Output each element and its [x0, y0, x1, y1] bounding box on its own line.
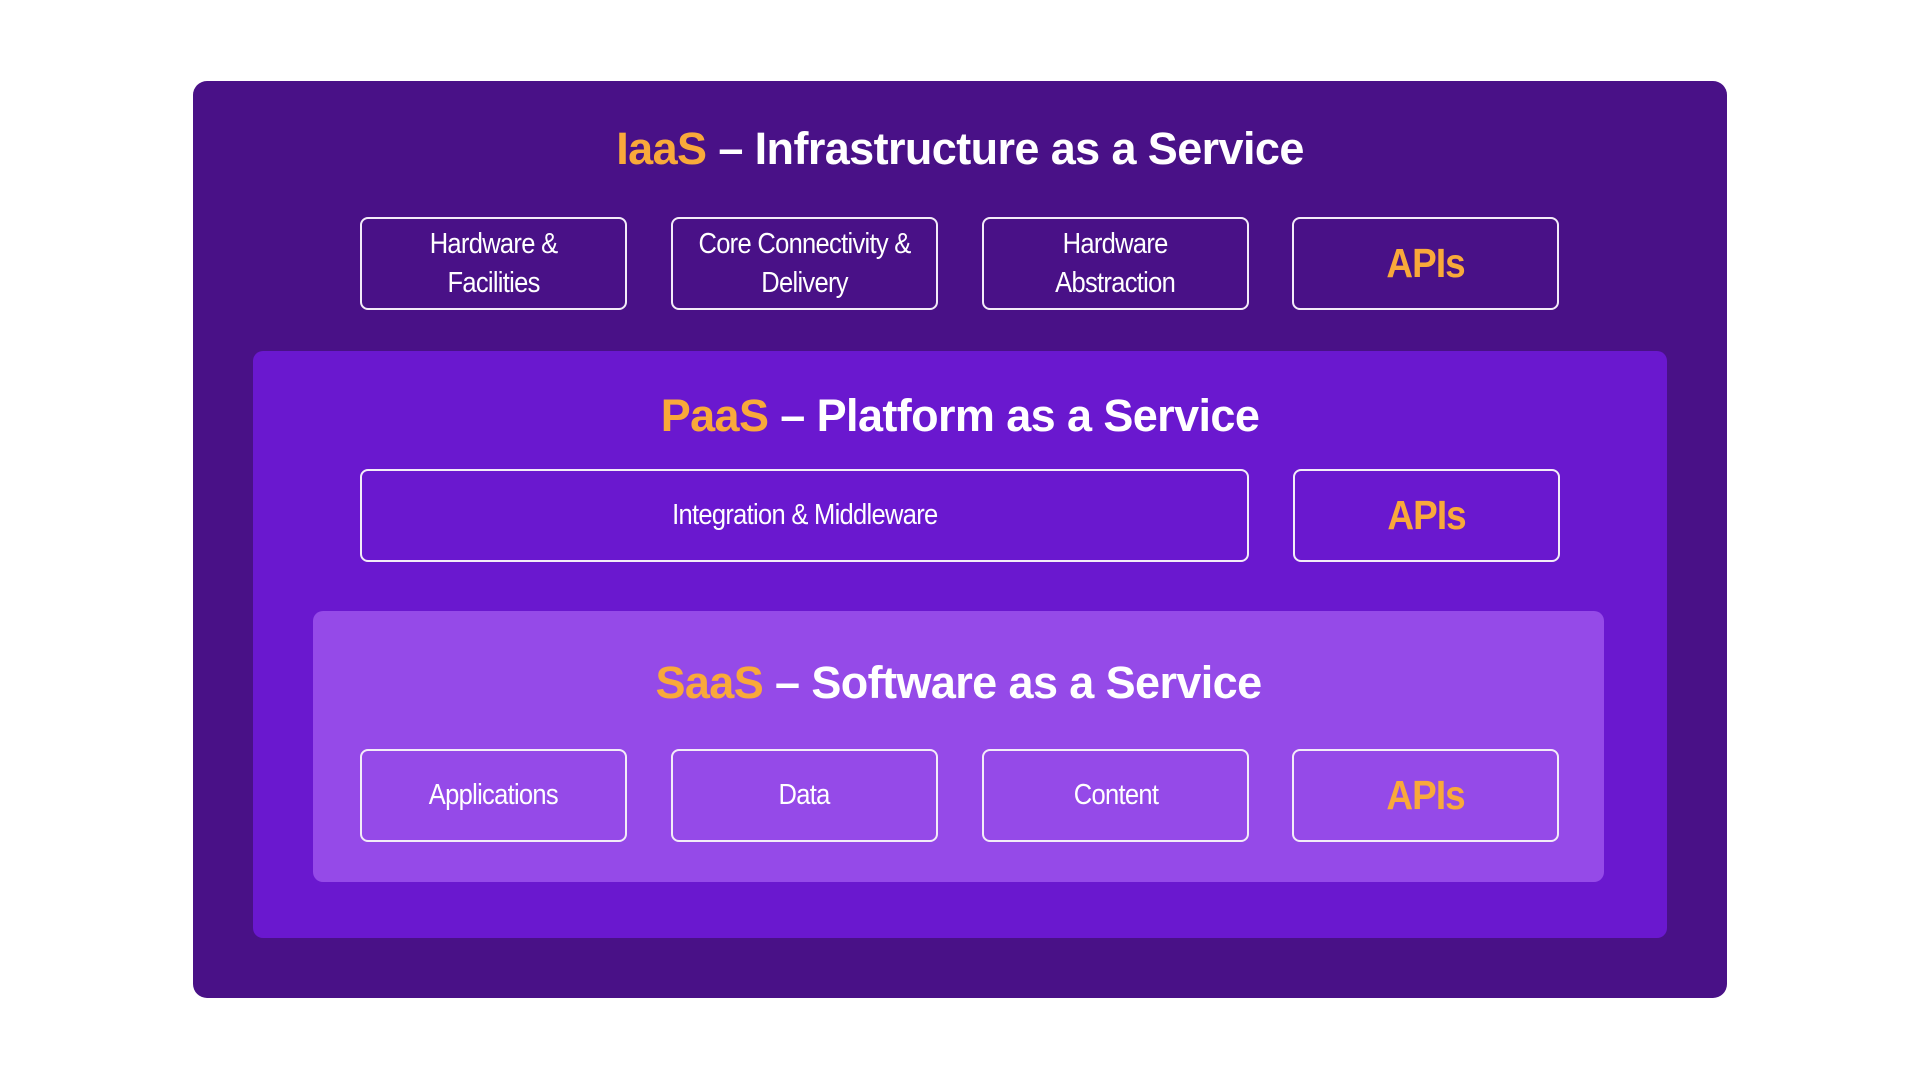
iaas-box-core-connectivity[interactable]: Core Connectivity & Delivery — [671, 217, 938, 310]
saas-box-content[interactable]: Content — [982, 749, 1249, 842]
iaas-box-hardware-facilities[interactable]: Hardware & Facilities — [360, 217, 627, 310]
paas-abbreviation: PaaS — [660, 390, 769, 441]
iaas-title-text: – Infrastructure as a Service — [706, 123, 1304, 174]
saas-box-data[interactable]: Data — [671, 749, 938, 842]
paas-title: PaaS – Platform as a Service — [253, 393, 1667, 438]
box-label: APIs — [1386, 240, 1465, 286]
paas-box-apis[interactable]: APIs — [1293, 469, 1560, 562]
box-label: Core Connectivity & Delivery — [698, 227, 911, 299]
saas-box-apis[interactable]: APIs — [1292, 749, 1559, 842]
paas-box-integration-middleware[interactable]: Integration & Middleware — [360, 469, 1249, 562]
iaas-box-apis[interactable]: APIs — [1292, 217, 1559, 310]
iaas-abbreviation: IaaS — [616, 123, 707, 174]
saas-box-applications[interactable]: Applications — [360, 749, 627, 842]
paas-title-text: – Platform as a Service — [768, 390, 1260, 441]
box-label: APIs — [1387, 492, 1466, 538]
saas-layer: SaaS – Software as a Service Application… — [313, 611, 1604, 882]
saas-title-text: – Software as a Service — [763, 657, 1262, 708]
saas-title: SaaS – Software as a Service — [313, 660, 1604, 705]
iaas-title: IaaS – Infrastructure as a Service — [193, 126, 1727, 171]
box-label: Data — [778, 779, 831, 811]
iaas-box-hardware-abstraction[interactable]: Hardware Abstraction — [982, 217, 1249, 310]
box-label: Applications — [428, 779, 559, 811]
box-label: Integration & Middleware — [671, 499, 938, 531]
box-label: Hardware & Facilities — [429, 227, 558, 299]
saas-abbreviation: SaaS — [655, 657, 764, 708]
box-label: Content — [1073, 779, 1158, 811]
box-label: Hardware Abstraction — [1055, 227, 1177, 299]
box-label: APIs — [1386, 772, 1465, 818]
